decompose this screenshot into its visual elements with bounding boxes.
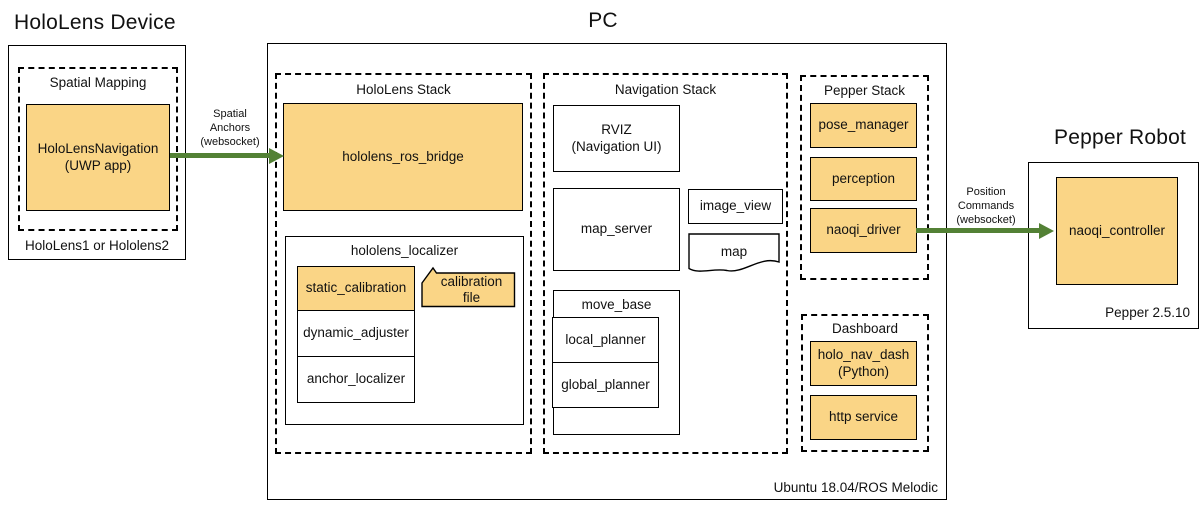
holo-nav-dash-node: holo_nav_dash (Python) xyxy=(810,341,917,386)
pc-footer: Ubuntu 18.04/ROS Melodic xyxy=(773,480,938,495)
anchor-localizer-label: anchor_localizer xyxy=(306,371,406,387)
holo-nav-dash-label-line1: holo_nav_dash xyxy=(817,346,910,362)
hololens-ros-bridge-node: hololens_ros_bridge xyxy=(283,103,523,211)
pepper-stack-title: Pepper Stack xyxy=(823,83,906,98)
pose-manager-label: pose_manager xyxy=(818,117,909,133)
global-planner-label: global_planner xyxy=(561,376,650,392)
hololens-localizer-title: hololens_localizer xyxy=(350,243,459,258)
image-view-node: image_view xyxy=(688,189,783,224)
hololens-device-footer: HoloLens1 or Hololens2 xyxy=(24,238,170,253)
dashboard-title: Dashboard xyxy=(831,321,899,336)
position-commands-label-line3: (websocket) xyxy=(956,213,1016,226)
spatial-anchors-label-line2: Anchors xyxy=(209,121,251,134)
hololensnavigation-label-line2: (UWP app) xyxy=(64,157,132,173)
static-calibration-label: static_calibration xyxy=(305,280,407,296)
dashboard-group: Dashboard xyxy=(801,314,929,452)
calibration-file-label-line1: calibration xyxy=(440,273,503,289)
anchor-localizer-node: anchor_localizer xyxy=(297,356,415,403)
map-node: map xyxy=(688,233,780,274)
hololens-stack-group: HoloLens Stack xyxy=(275,73,532,454)
position-commands-arrow-label: Position Commands (websocket) xyxy=(940,186,1032,227)
map-server-label: map_server xyxy=(580,221,653,237)
map-document-shape xyxy=(688,233,780,272)
map-server-node: map_server xyxy=(553,188,680,271)
perception-node: perception xyxy=(810,157,917,201)
position-commands-arrow-line xyxy=(916,228,1040,233)
pepper-robot-footer: Pepper 2.5.10 xyxy=(1105,305,1190,320)
hololens-ros-bridge-label: hololens_ros_bridge xyxy=(342,148,464,164)
map-label: map xyxy=(720,243,748,259)
calibration-file-label: calibration file xyxy=(429,274,514,306)
hololens-device-box: Spatial Mapping HoloLensNavigation (UWP … xyxy=(8,45,186,260)
hololens-device-title: HoloLens Device xyxy=(14,11,176,34)
dynamic-adjuster-node: dynamic_adjuster xyxy=(297,310,415,357)
hololens-stack-title: HoloLens Stack xyxy=(356,82,451,97)
naoqi-controller-label: naoqi_controller xyxy=(1068,222,1166,238)
dynamic-adjuster-label: dynamic_adjuster xyxy=(303,325,409,341)
static-calibration-node: static_calibration xyxy=(297,266,415,311)
spatial-anchors-label-line1: Spatial xyxy=(213,108,247,120)
http-service-label: http service xyxy=(828,409,899,425)
pose-manager-node: pose_manager xyxy=(810,103,917,148)
naoqi-driver-label: naoqi_driver xyxy=(826,222,901,238)
holo-nav-dash-label-line2: (Python) xyxy=(837,363,890,379)
calibration-file-label-line2: file xyxy=(462,290,481,305)
position-commands-label-line2: Commands xyxy=(957,199,1015,212)
navigation-stack-title: Navigation Stack xyxy=(614,82,717,97)
global-planner-node: global_planner xyxy=(552,362,659,408)
move-base-title: move_base xyxy=(581,297,652,312)
spatial-anchors-arrow-label: Spatial Anchors (websocket) xyxy=(186,108,274,149)
calibration-file-shape xyxy=(421,266,516,308)
spatial-mapping-group: Spatial Mapping xyxy=(18,67,178,231)
spatial-mapping-label: Spatial Mapping xyxy=(49,75,147,90)
navigation-stack-group: Navigation Stack xyxy=(543,73,788,454)
hololensnavigation-label-line1: HoloLensNavigation xyxy=(37,140,159,156)
position-commands-label-line1: Position xyxy=(966,186,1006,198)
image-view-label: image_view xyxy=(699,198,772,214)
spatial-anchors-label-line3: (websocket) xyxy=(200,135,260,148)
naoqi-controller-node: naoqi_controller xyxy=(1056,177,1178,285)
local-planner-label: local_planner xyxy=(565,331,646,347)
calibration-file-node: calibration file xyxy=(421,266,516,308)
rviz-node: RVIZ (Navigation UI) xyxy=(553,105,680,172)
naoqi-driver-node: naoqi_driver xyxy=(810,208,917,253)
pepper-robot-title: Pepper Robot xyxy=(1054,126,1186,149)
perception-label: perception xyxy=(831,170,896,186)
pepper-stack-group: Pepper Stack xyxy=(800,75,929,280)
position-commands-arrow-head xyxy=(1039,222,1054,239)
local-planner-node: local_planner xyxy=(552,317,659,363)
spatial-anchors-arrow-line xyxy=(170,153,272,158)
hololensnavigation-node: HoloLensNavigation (UWP app) xyxy=(26,104,170,211)
rviz-label-line1: RVIZ xyxy=(601,121,632,137)
http-service-node: http service xyxy=(810,395,917,440)
pc-title: PC xyxy=(588,9,618,32)
spatial-anchors-arrow-head xyxy=(269,147,284,164)
rviz-label-line2: (Navigation UI) xyxy=(571,138,662,154)
